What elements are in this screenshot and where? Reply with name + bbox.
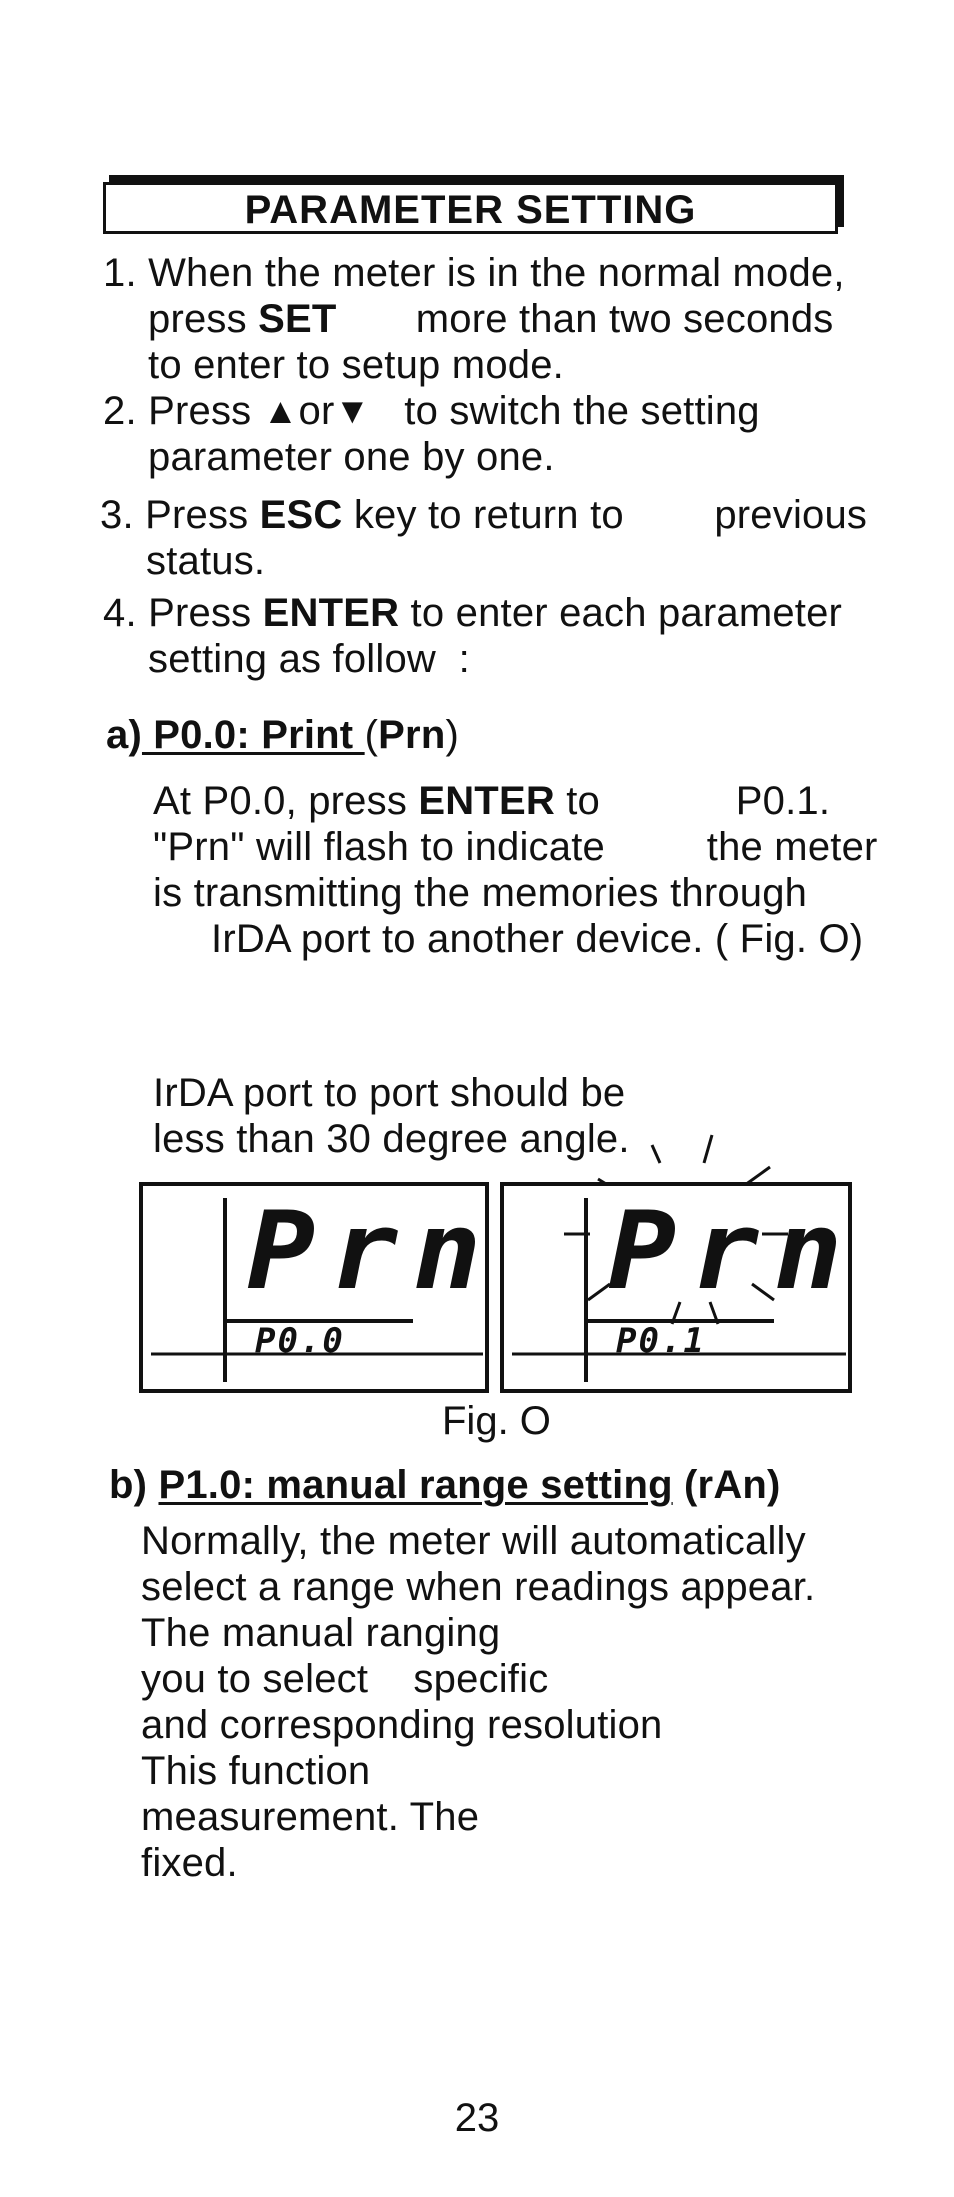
step-1-line-3: to enter to setup mode.	[148, 343, 564, 387]
title-box: PARAMETER SETTING	[103, 182, 838, 234]
section-a-line-4: IrDA port to another device. ( Fig. O)	[211, 917, 864, 961]
note-line-2: less than 30 degree angle.	[153, 1117, 630, 1161]
section-a-line-2: "Prn" will flash to indicate the meter	[153, 825, 878, 869]
step-text: Press	[148, 591, 263, 635]
step-3-line-1: 3. Press ESC key to return to previous	[100, 492, 867, 538]
set-key-label: SET	[258, 297, 337, 341]
step-1-line-1: 1. When the meter is in the normal mode,	[103, 250, 845, 296]
step-text: to enter each parameter	[399, 591, 843, 635]
step-text: more than two seconds	[336, 297, 834, 341]
lcd-main-readout-flashing: Prn	[608, 1189, 857, 1314]
section-heading: P0.0: Print	[141, 713, 365, 757]
lcd-main-readout: Prn	[247, 1189, 496, 1314]
page-title: PARAMETER SETTING	[244, 188, 697, 232]
body-text: At P0.0, press	[153, 779, 419, 823]
note-line-1: IrDA port to port should be	[153, 1071, 626, 1115]
section-b-line-5: and corresponding resolution	[141, 1703, 663, 1747]
page-number: 23	[454, 2096, 500, 2140]
step-1-line-2: press SET more than two seconds	[148, 296, 834, 342]
step-number: 2.	[103, 389, 137, 433]
step-number: 4.	[103, 591, 137, 635]
section-a-line-3: is transmitting the memories through	[153, 871, 808, 915]
section-b-line-4: you to select specific	[141, 1657, 549, 1701]
step-text: Press	[145, 493, 260, 537]
enter-key-label: ENTER	[418, 779, 555, 823]
step-2-line-1: 2. Press ▲or▼ to switch the setting	[103, 388, 760, 434]
step-number: 3.	[100, 493, 134, 537]
paren: )	[445, 713, 459, 757]
section-heading: P1.0: manual range setting	[158, 1463, 673, 1507]
step-3-line-2: status.	[146, 539, 266, 583]
esc-key-label: ESC	[259, 493, 343, 537]
step-text: to switch the setting	[370, 389, 760, 433]
section-label: a)	[106, 713, 142, 757]
down-arrow-icon: ▼	[334, 390, 371, 431]
step-text: press	[148, 297, 259, 341]
section-code: (rAn)	[672, 1463, 781, 1507]
section-b-line-2: select a range when readings appear.	[141, 1565, 816, 1609]
body-text: to P0.1.	[554, 779, 831, 823]
step-4-line-1: 4. Press ENTER to enter each parameter	[103, 590, 842, 636]
section-a-heading: a) P0.0: Print (Prn)	[106, 712, 459, 758]
lcd-sub-readout: P0.1	[616, 1321, 706, 1361]
step-text: key to return to previous	[342, 493, 868, 537]
lcd-display-left: Prn P0.0	[139, 1182, 489, 1393]
enter-key-label: ENTER	[262, 591, 400, 635]
step-text: When the meter is in the normal mode,	[148, 251, 845, 295]
section-a-line-1: At P0.0, press ENTER to P0.1.	[153, 778, 830, 824]
step-text: or	[298, 389, 335, 433]
figure-caption: Fig. O	[442, 1399, 551, 1443]
up-arrow-icon: ▲	[262, 390, 299, 431]
section-b-line-3: The manual ranging	[141, 1611, 501, 1655]
paren: (	[364, 713, 379, 757]
step-4-line-2: setting as follow :	[148, 637, 470, 681]
section-label: b)	[109, 1463, 148, 1507]
section-b-line-7: measurement. The	[141, 1795, 480, 1839]
section-b-line-8: fixed.	[141, 1841, 238, 1885]
lcd-display-right: Prn P0.1	[500, 1182, 852, 1393]
step-text: Press	[148, 389, 263, 433]
section-b-line-6: This function	[141, 1749, 371, 1793]
section-b-line-1: Normally, the meter will automatically	[141, 1519, 806, 1563]
section-code: Prn	[378, 713, 446, 757]
lcd-sub-readout: P0.0	[255, 1321, 345, 1361]
step-number: 1.	[103, 251, 137, 295]
step-2-line-2: parameter one by one.	[148, 435, 555, 479]
section-b-heading: b) P1.0: manual range setting (rAn)	[109, 1462, 781, 1508]
